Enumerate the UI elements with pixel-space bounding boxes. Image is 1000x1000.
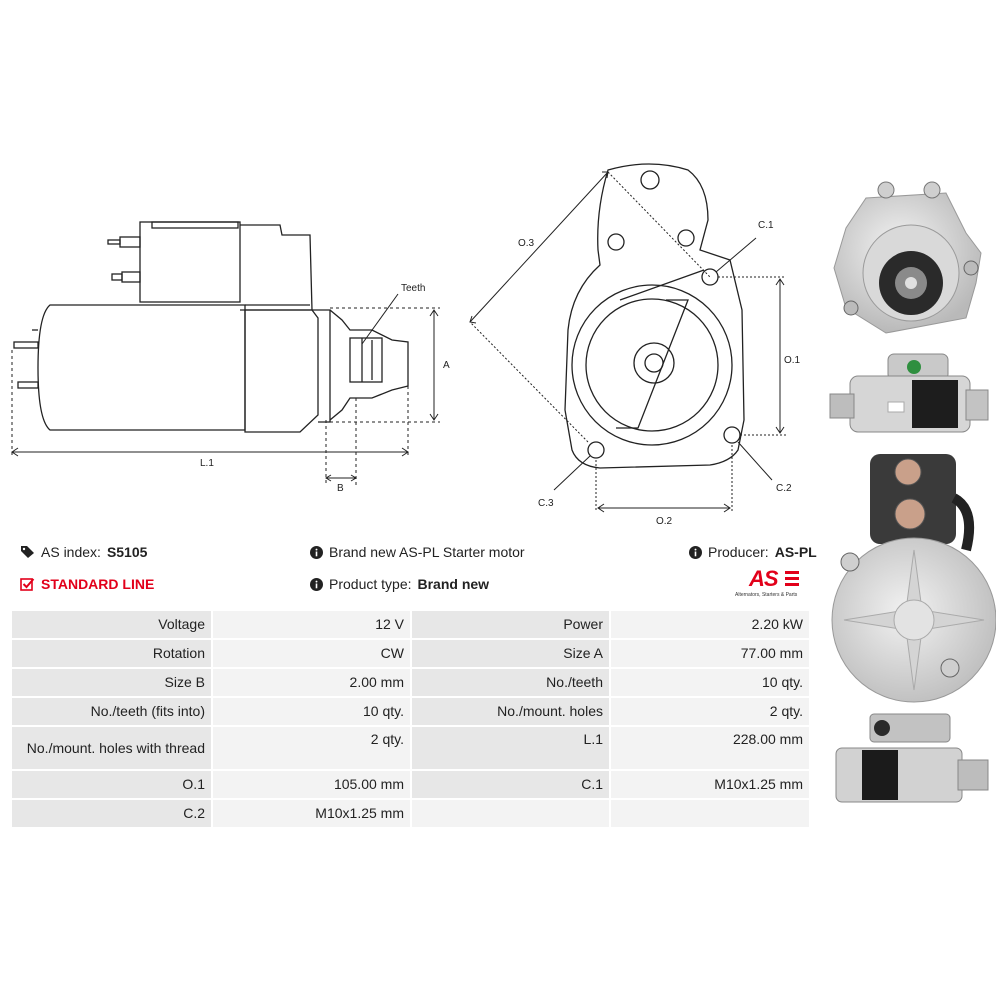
product-photo-rear bbox=[831, 454, 996, 703]
producer-label: Producer: bbox=[708, 544, 769, 560]
side-view-drawing: Teeth A B L.1 bbox=[11, 221, 450, 494]
product-photo-front bbox=[833, 181, 982, 334]
front-view-drawing: O.3 C.1 O.1 C.3 C.2 O.2 bbox=[469, 163, 801, 527]
table-row: O.1 105.00 mm C.1 M10x1.25 mm bbox=[10, 769, 811, 800]
spec-value: 2.20 kW bbox=[609, 609, 811, 640]
info-icon bbox=[310, 577, 323, 591]
spec-key: Rotation bbox=[10, 638, 213, 669]
table-row: No./teeth (fits into) 10 qty. No./mount.… bbox=[10, 696, 811, 727]
table-row: Size B 2.00 mm No./teeth 10 qty. bbox=[10, 667, 811, 698]
table-row: Rotation CW Size A 77.00 mm bbox=[10, 638, 811, 669]
spec-key: Size A bbox=[410, 638, 611, 669]
solenoid-body bbox=[139, 221, 241, 303]
spec-value: 2 qty. bbox=[609, 696, 811, 727]
product-type-label: Product type: bbox=[329, 576, 412, 592]
product-description: Brand new AS-PL Starter motor bbox=[329, 544, 525, 560]
dimension-b-label: B bbox=[337, 483, 344, 494]
mount-hole-c1 bbox=[701, 268, 719, 286]
spec-value: 10 qty. bbox=[211, 696, 412, 727]
dimension-a-label: A bbox=[443, 360, 450, 371]
spec-key: C.2 bbox=[10, 798, 213, 829]
dimension-c2-label: C.2 bbox=[776, 483, 792, 494]
spec-value: M10x1.25 mm bbox=[609, 769, 811, 800]
mount-hole-c3 bbox=[587, 441, 605, 459]
as-index-label: AS index: bbox=[41, 544, 101, 560]
dimension-o2-label: O.2 bbox=[656, 516, 673, 527]
product-type-row: Product type: Brand new bbox=[310, 576, 489, 592]
spec-key: No./mount. holes with thread bbox=[10, 725, 213, 771]
table-row: No./mount. holes with thread 2 qty. L.1 … bbox=[10, 725, 811, 771]
spec-key: C.1 bbox=[410, 769, 611, 800]
spec-key: Power bbox=[410, 609, 611, 640]
tag-icon bbox=[21, 546, 34, 558]
dimension-l1-label: L.1 bbox=[200, 458, 214, 469]
table-row: Voltage 12 V Power 2.20 kW bbox=[10, 609, 811, 640]
producer-row: Producer: AS-PL bbox=[689, 544, 817, 560]
spec-value: 105.00 mm bbox=[211, 769, 412, 800]
teeth-label: Teeth bbox=[401, 283, 425, 294]
as-pl-logo: AS Alternators, Starters & Parts bbox=[735, 568, 813, 602]
product-photo-side bbox=[829, 353, 989, 433]
product-type-value: Brand new bbox=[417, 576, 490, 592]
flange-outline bbox=[564, 163, 745, 469]
spec-value: 2 qty. bbox=[211, 725, 412, 771]
producer-value: AS-PL bbox=[774, 544, 817, 560]
spec-key: Size B bbox=[10, 667, 213, 698]
dimension-o1-label: O.1 bbox=[784, 355, 801, 366]
spec-key: O.1 bbox=[10, 769, 213, 800]
mount-hole-c2 bbox=[723, 426, 741, 444]
spec-value: M10x1.25 mm bbox=[211, 798, 412, 829]
dimension-c1-label: C.1 bbox=[758, 220, 774, 231]
standard-line-row: STANDARD LINE bbox=[20, 576, 154, 592]
logo-mark: AS bbox=[749, 566, 779, 591]
spec-value: CW bbox=[211, 638, 412, 669]
spec-key-empty bbox=[410, 798, 611, 829]
spec-value: 2.00 mm bbox=[211, 667, 412, 698]
checkbox-check-icon bbox=[20, 578, 35, 591]
spec-key: No./teeth (fits into) bbox=[10, 696, 213, 727]
spec-key: No./mount. holes bbox=[410, 696, 611, 727]
dimension-o3-label: O.3 bbox=[518, 238, 535, 249]
logo-tagline: Alternators, Starters & Parts bbox=[735, 592, 798, 598]
spec-key: L.1 bbox=[410, 725, 611, 771]
spec-key: No./teeth bbox=[410, 667, 611, 698]
spec-value: 12 V bbox=[211, 609, 412, 640]
spec-value: 77.00 mm bbox=[609, 638, 811, 669]
info-icon bbox=[310, 545, 323, 559]
motor-body bbox=[37, 304, 246, 431]
product-photo-top bbox=[835, 713, 989, 803]
table-row: C.2 M10x1.25 mm bbox=[10, 798, 811, 829]
specifications-table: Voltage 12 V Power 2.20 kW Rotation CW S… bbox=[10, 609, 811, 829]
dimension-c3-label: C.3 bbox=[538, 498, 554, 509]
spec-value: 10 qty. bbox=[609, 667, 811, 698]
spec-value-empty bbox=[609, 798, 811, 829]
description-row: Brand new AS-PL Starter motor bbox=[310, 544, 525, 560]
as-index-row: AS index: S5105 bbox=[20, 544, 147, 560]
spec-value: 228.00 mm bbox=[609, 725, 811, 771]
as-index-value: S5105 bbox=[106, 544, 148, 560]
spec-key: Voltage bbox=[10, 609, 213, 640]
standard-line-label: STANDARD LINE bbox=[41, 576, 155, 592]
info-icon bbox=[689, 545, 702, 559]
